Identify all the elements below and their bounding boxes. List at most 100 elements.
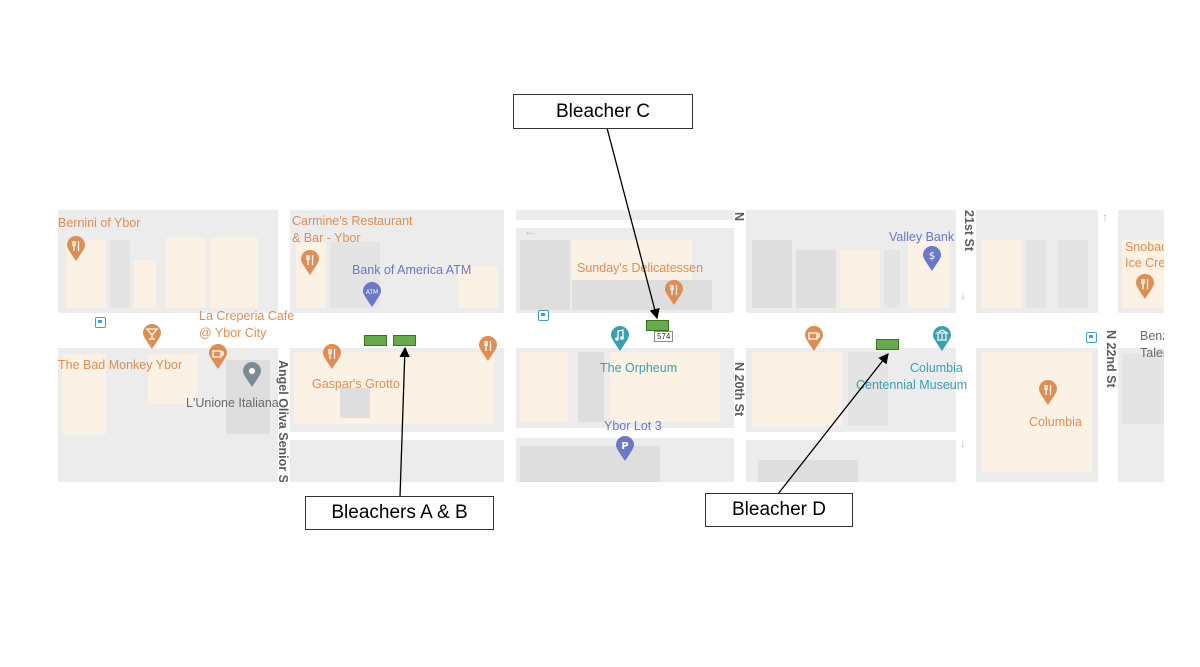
one-way-arrow-icon: ↑ [1102,210,1108,224]
poi-label-bernini[interactable]: Bernini of Ybor [58,216,141,230]
bleacher-a-marker[interactable] [364,335,387,346]
building [982,352,1092,472]
poi-label-orpheum[interactable]: The Orpheum [600,361,678,375]
location-pin-icon[interactable] [242,362,262,388]
street-label-n20th: N 20th St [732,362,746,417]
martini-icon[interactable] [142,324,162,350]
callout-bleachers-ab: Bleachers A & B [305,496,494,530]
building [578,352,604,422]
building [1058,240,1088,308]
building [110,240,130,308]
building [520,352,568,422]
callout-bleacher-c: Bleacher C [513,94,693,129]
fork-knife-icon[interactable] [478,336,498,362]
street-label-n22nd: N 22nd St [1104,330,1118,388]
road-horizontal [58,313,1164,348]
poi-label-ybor-lot-3[interactable]: Ybor Lot 3 [604,419,662,433]
road-vertical [956,210,976,482]
bus-stop-icon[interactable] [1086,332,1097,343]
coffee-cup-icon[interactable] [208,344,228,370]
poi-label-columbia-museum-2[interactable]: Centennial Museum [856,378,968,392]
road-horizontal [516,428,734,438]
bleacher-b-marker[interactable] [393,335,416,346]
poi-label-bank-of-america[interactable]: Bank of America ATM [352,263,472,277]
map[interactable]: Angel Oliva Senior St N 20th St 21st St … [58,210,1164,482]
coffee-cup-icon[interactable] [804,326,824,352]
building [572,280,712,310]
bus-stop-icon[interactable] [95,317,106,328]
road-vertical [1098,210,1118,482]
poi-label-gaspars[interactable]: Gaspar's Grotto [312,377,400,391]
road-vertical [504,210,516,482]
fork-knife-icon[interactable] [1038,380,1058,406]
fork-knife-icon[interactable] [66,236,86,262]
fork-knife-icon[interactable] [1135,274,1155,300]
road-horizontal [290,432,504,440]
building [752,352,842,426]
building [1026,240,1046,308]
one-way-arrow-icon: ↓ [960,436,966,450]
building [840,250,880,308]
building [148,354,198,404]
svg-text:ATM: ATM [366,289,378,296]
building [62,354,106,434]
poi-label-benz[interactable]: Benz [1140,329,1164,343]
museum-icon[interactable] [932,326,952,352]
street-label-angel-oliva: Angel Oliva Senior St [276,360,290,482]
building [610,352,720,422]
poi-label-carmines-2[interactable]: & Bar - Ybor [292,231,361,245]
bleacher-c-marker[interactable] [646,320,669,331]
building [1122,240,1164,308]
building [166,238,206,308]
fork-knife-icon[interactable] [664,280,684,306]
building [520,240,570,310]
poi-label-sundays[interactable]: Sunday's Delicatessen [577,261,704,275]
building [458,266,498,308]
poi-label-columbia-museum[interactable]: Columbia [910,361,963,375]
callout-bleacher-d-label: Bleacher D [732,499,826,520]
road-vertical [734,210,746,482]
poi-label-columbia[interactable]: Columbia [1029,415,1082,429]
svg-text:P: P [621,441,628,452]
atm-icon[interactable]: ATM [362,282,382,308]
route-shield: 574 [654,331,674,342]
fork-knife-icon[interactable] [322,344,342,370]
svg-text:$: $ [929,251,935,262]
building [752,240,792,308]
street-label-n: N [732,212,746,222]
road-horizontal [746,432,956,440]
building [340,388,370,418]
building [796,250,836,308]
building [758,460,858,482]
dollar-icon[interactable]: $ [922,246,942,272]
building [982,240,1022,308]
building [884,250,900,308]
poi-label-bad-monkey[interactable]: The Bad Monkey Ybor [58,358,183,372]
poi-label-carmines[interactable]: Carmine's Restaurant [292,214,413,228]
bleacher-d-marker[interactable] [876,339,899,350]
building [210,238,258,308]
building [1122,354,1164,424]
fork-knife-icon[interactable] [300,250,320,276]
callout-bleachers-ab-label: Bleachers A & B [331,502,468,523]
one-way-arrow-icon: ↓ [960,288,966,302]
bus-stop-icon[interactable] [538,310,549,321]
one-way-arrow-icon: ← [524,224,536,238]
road-vertical [278,210,290,482]
poi-label-creperia-2[interactable]: @ Ybor City [199,326,267,340]
poi-label-snobac-2[interactable]: Ice Crea [1125,256,1164,270]
building [294,352,494,424]
poi-label-snobac[interactable]: Snobac [1125,240,1164,254]
music-note-icon[interactable] [610,326,630,352]
building [520,446,660,482]
callout-bleacher-d: Bleacher D [705,493,853,527]
road-horizontal [516,220,734,228]
building [134,260,156,308]
parking-icon[interactable]: P [615,436,635,462]
street-label-21st: 21st St [962,210,976,251]
poi-label-benz-2[interactable]: Talen [1140,346,1164,360]
poi-label-lunione[interactable]: L'Unione Italiana [186,396,279,410]
poi-label-creperia[interactable]: La Creperia Cafe [199,309,295,323]
callout-bleacher-c-label: Bleacher C [556,101,650,122]
poi-label-valley-bank[interactable]: Valley Bank [889,230,955,244]
